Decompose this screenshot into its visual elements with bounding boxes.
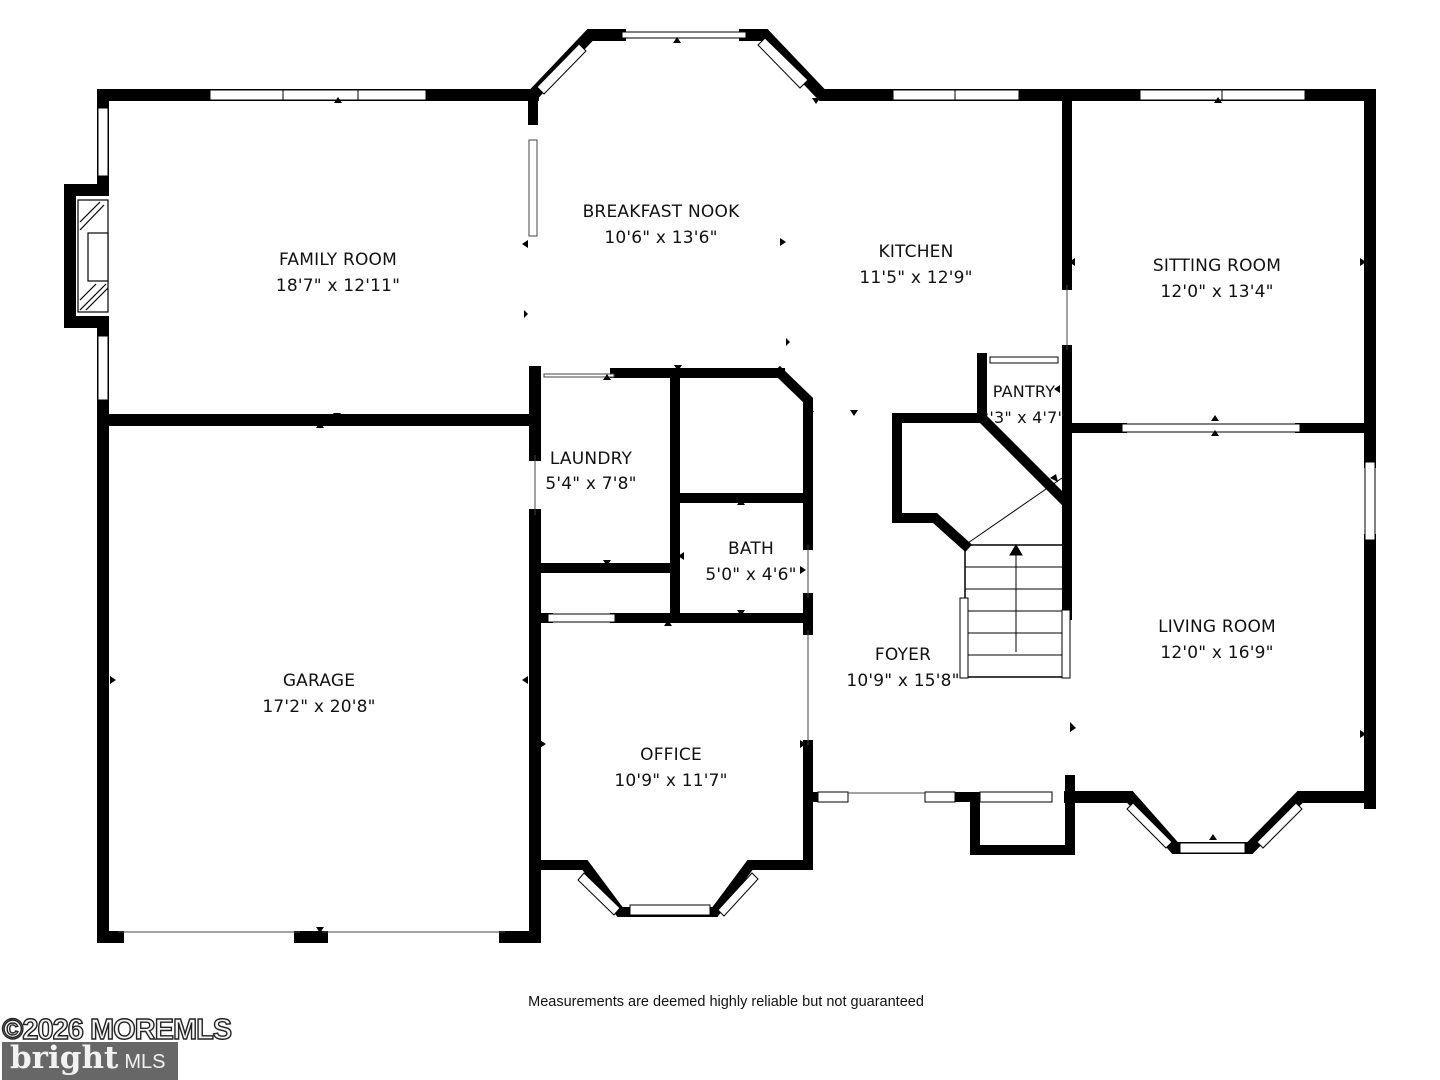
room-dim-pantry: 3'3" x 4'7" (978, 408, 1066, 427)
room-name-bath: BATH (728, 539, 774, 559)
room-name-foyer: FOYER (874, 645, 932, 665)
room-dim-laundry: 5'4" x 7'8" (545, 474, 637, 494)
room-name-living-room: LIVING ROOM (1158, 617, 1276, 637)
room-dim-living-room: 12'0" x 16'9" (1160, 643, 1274, 663)
watermark-copyright: ©2026 MOREMLS (1, 1013, 233, 1046)
stairs (959, 477, 1071, 679)
room-dim-foyer: 10'9" x 15'8" (846, 671, 960, 691)
room-dim-garage: 17'2" x 20'8" (262, 697, 376, 717)
room-dim-office: 10'9" x 11'7" (614, 771, 728, 791)
room-dim-sitting-room: 12'0" x 13'4" (1160, 282, 1274, 302)
disclaimer-text: Measurements are deemed highly reliable … (528, 994, 924, 1010)
room-name-pantry: PANTRY (992, 382, 1056, 401)
room-dim-breakfast-nook: 10'6" x 13'6" (604, 228, 718, 248)
openings (118, 139, 1068, 933)
watermark-brand-sub: MLS (124, 1051, 166, 1073)
watermark-box (2, 1042, 178, 1080)
fireplace (77, 199, 109, 313)
room-name-kitchen: KITCHEN (878, 242, 954, 262)
room-dim-family-room: 18'7" x 12'11" (275, 276, 401, 296)
room-name-office: OFFICE (640, 745, 702, 765)
room-name-laundry: LAUNDRY (549, 449, 633, 469)
windows (97, 31, 1376, 917)
markers (110, 37, 1366, 933)
room-dim-kitchen: 11'5" x 12'9" (859, 268, 973, 288)
room-name-sitting-room: SITTING ROOM (1152, 256, 1282, 276)
room-name-family-room: FAMILY ROOM (279, 250, 397, 270)
room-dim-bath: 5'0" x 4'6" (705, 565, 797, 585)
room-name-breakfast-nook: BREAKFAST NOOK (582, 202, 740, 222)
walls (64, 29, 1376, 943)
room-name-garage: GARAGE (282, 671, 356, 691)
watermark-brand-name: bright (10, 1040, 119, 1076)
